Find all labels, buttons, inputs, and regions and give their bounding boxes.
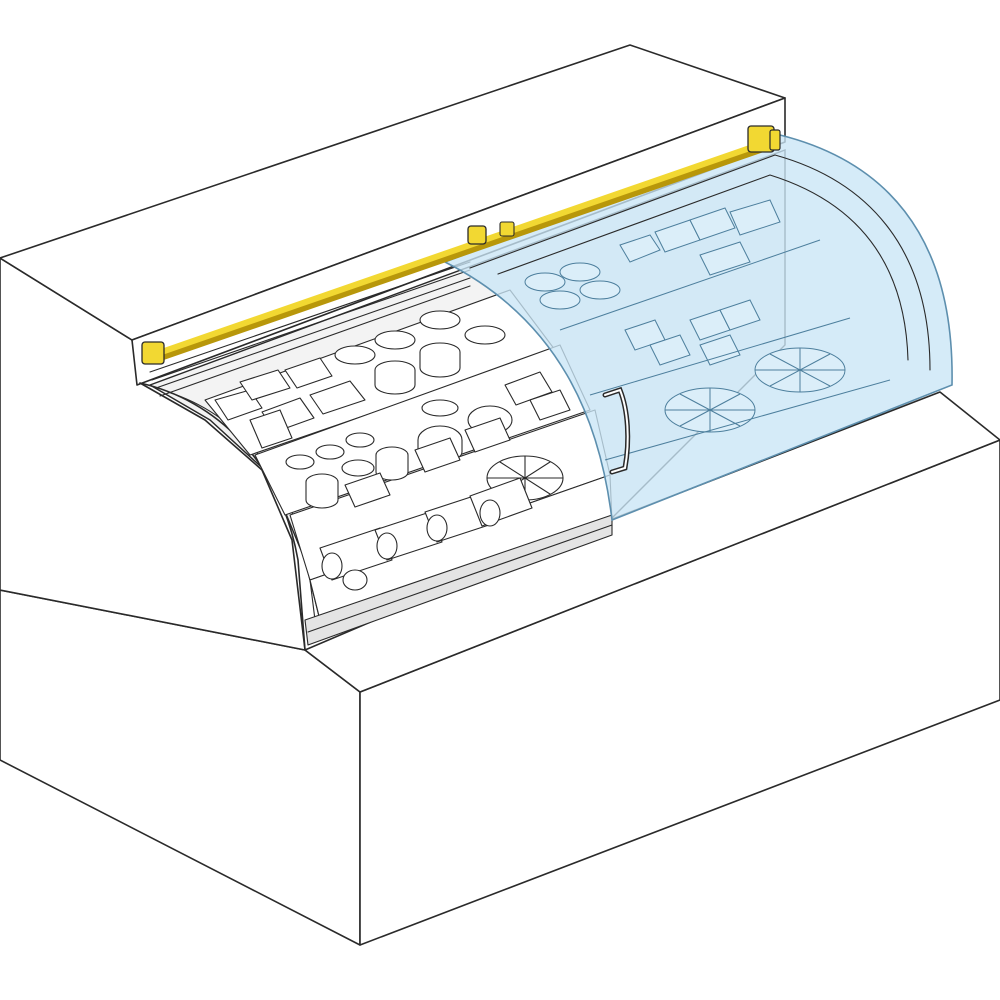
door-rail[interactable] [141,125,781,365]
rail-shadow [145,140,775,365]
track-strip [159,285,471,397]
glass-shelf-line [559,239,821,331]
track-strip [151,269,471,381]
products-bottom-deck [319,477,533,591]
products-behind-glass [524,199,846,433]
products-top-shelf [214,310,506,449]
glass-panel-inner-edge [469,154,931,371]
counter-base-front [0,589,361,946]
glass-panel-inner-edge [497,174,909,361]
front-kick-line [307,524,613,633]
rail-collar [499,221,515,237]
rail-end-cap [769,129,781,151]
front-kick-strip [304,514,613,646]
track-strip [155,277,471,389]
glass-shelf-line [589,317,851,396]
rail-bar[interactable] [147,138,773,359]
track-strip [149,261,471,373]
rail-bracket-left [141,341,165,365]
door-handle-highlight [604,388,629,473]
glass-shelf-line [604,379,891,461]
rail-bracket-middle [467,225,487,245]
curved-glass-door[interactable] [443,134,953,522]
products-lower-shelf [305,437,564,509]
